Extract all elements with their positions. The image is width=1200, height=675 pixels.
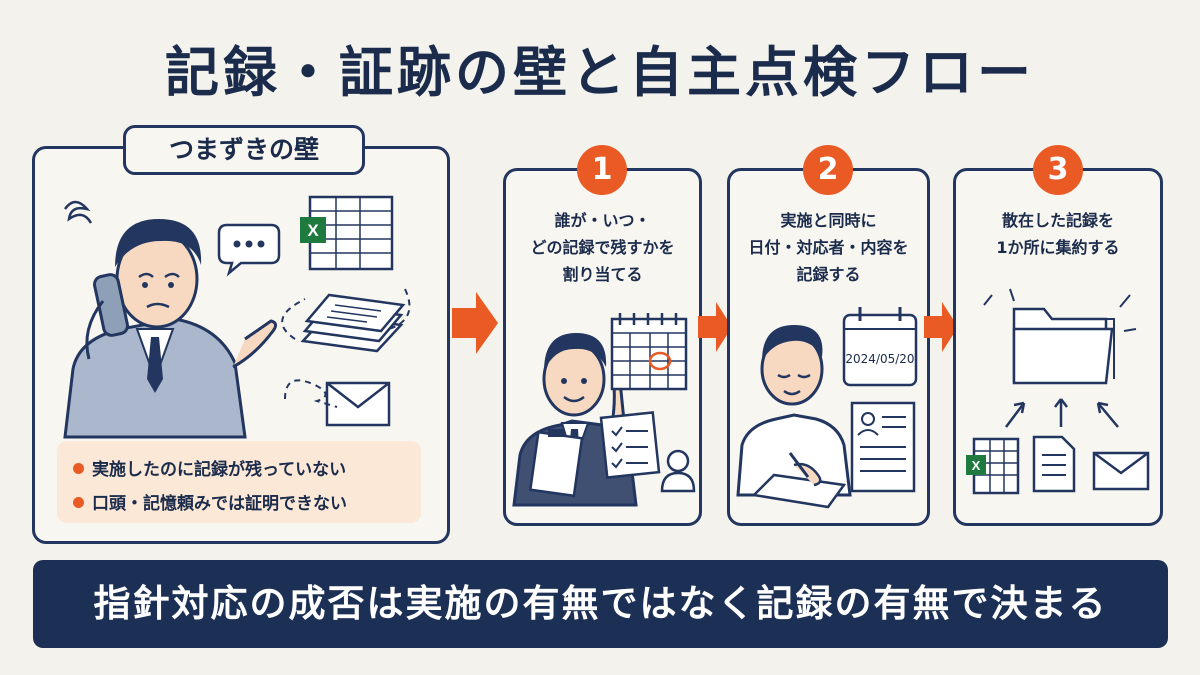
arrow-right-icon [452,292,498,354]
calendar-date-text: 2024/05/20 [845,352,914,366]
step-text-line: どの記録で残すかを [530,238,675,257]
documents-stack-icon [300,293,406,353]
wall-panel: つまずきの壁 X [32,125,450,544]
step-text-line: 割り当てる [562,265,643,284]
svg-text:X: X [972,458,981,473]
step-number-badge: 3 [1033,145,1083,195]
wall-bullets-box: 実施したのに記録が残っていない 口頭・記憶頼みでは証明できない [57,441,421,523]
conclusion-banner: 指針対応の成否は実施の有無ではなく記録の有無で決まる [33,560,1168,648]
step-1-panel: 1 誰が・いつ・ どの記録で残すかを 割り当てる [503,145,702,526]
arrow-right-icon [924,302,958,352]
spreadsheet-icon: X [300,195,394,271]
step-text-line: 日付・対応者・内容を [748,238,909,257]
converging-arrows [1005,398,1119,428]
step-text-line: 記録する [796,265,861,284]
step-number-badge: 2 [803,145,853,195]
svg-text:X: X [307,221,319,240]
step-description: 実施と同時に 日付・対応者・内容を 記録する [734,207,923,288]
step-text-line: 誰が・いつ・ [554,211,651,230]
wall-bullet: 実施したのに記録が残っていない [73,455,346,480]
arrow-right-icon [698,302,732,352]
document-icon [1032,435,1076,493]
assigning-person-illustration [512,313,696,507]
wall-bullet-text: 口頭・記憶頼みでは証明できない [92,494,347,514]
step-number-badge: 1 [577,145,627,195]
step-description: 誰が・いつ・ どの記録で残すかを 割り当てる [510,207,695,288]
page-title: 記録・証跡の壁と自主点検フロー [165,41,1035,104]
spreadsheet-icon: X [966,437,1020,495]
step-3-panel: 3 散在した記録を 1か所に集約する X [953,145,1163,526]
worried-person-illustration [63,200,278,439]
scatter-dashed-arrows [281,288,411,408]
step-description: 散在した記録を 1か所に集約する [960,207,1156,261]
wall-bullet-text: 実施したのに記録が残っていない [92,460,347,480]
folder-icon [983,288,1137,385]
step-text-line: 1か所に集約する [996,238,1120,257]
step-text-line: 実施と同時に [780,211,877,230]
step-2-panel: 2 実施と同時に 日付・対応者・内容を 記録する 2024/05/20 [727,145,930,526]
recording-person-illustration: 2024/05/20 [736,307,918,509]
wall-label: つまずきの壁 [123,125,365,175]
envelope-icon [1092,451,1150,491]
speech-bubble-icon [217,223,281,277]
wall-bullet: 口頭・記憶頼みでは証明できない [73,489,347,514]
step-text-line: 散在した記録を [1001,211,1114,230]
